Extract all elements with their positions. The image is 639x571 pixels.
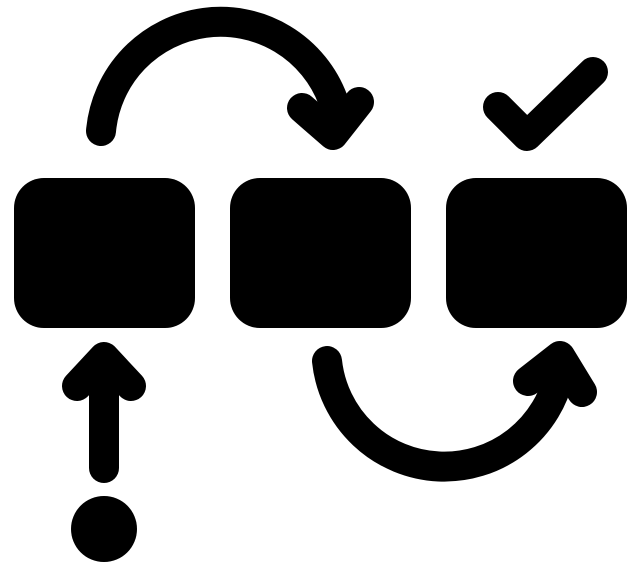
step-1-box	[14, 178, 195, 328]
step-2-box	[230, 178, 411, 328]
arrow-up-icon	[62, 342, 146, 483]
checkmark-icon	[483, 57, 608, 151]
curved-arrow-over-icon	[86, 6, 374, 150]
step-3-box	[446, 178, 627, 328]
curved-arrow-under-icon	[312, 341, 597, 482]
start-dot-icon	[71, 496, 137, 562]
